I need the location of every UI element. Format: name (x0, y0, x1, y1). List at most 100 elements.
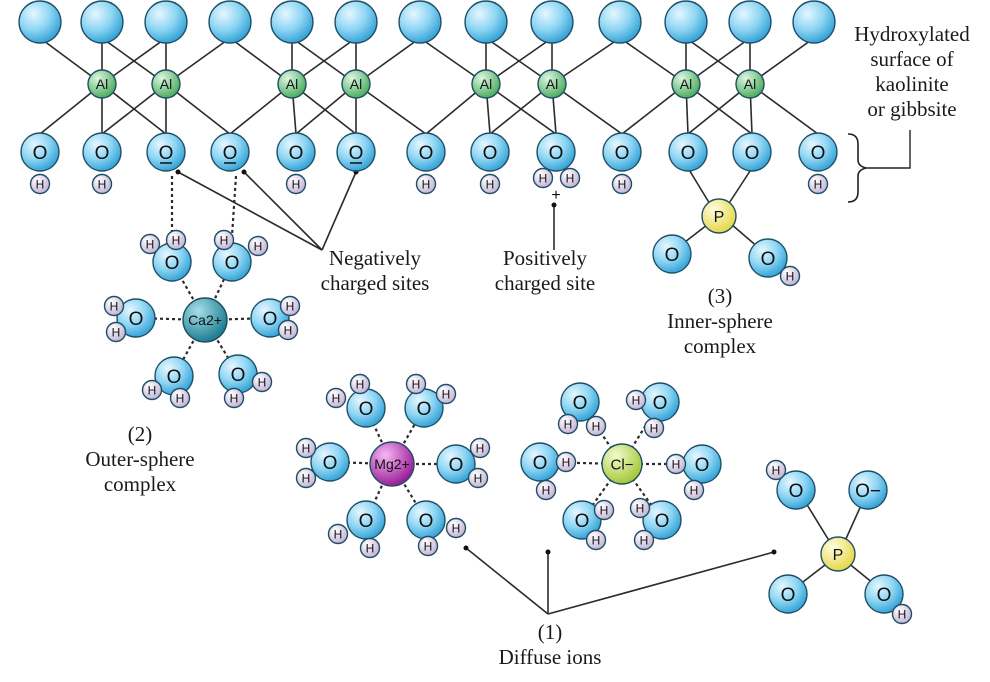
water-hydrogen-symbol: H (148, 383, 157, 397)
water-hydrogen-sphere (105, 321, 127, 343)
oxide-ion-symbol: O− (855, 481, 881, 502)
phosphate-hydrogen-symbol: H (898, 607, 907, 621)
surface-top-oxygen-sphere (144, 0, 188, 44)
surface-oxygen-sphere (82, 132, 122, 172)
water-hydrogen-symbol: H (334, 527, 343, 541)
surface-label-line-2: surface of (870, 47, 954, 71)
water-hydrogen-symbol: H (146, 237, 155, 251)
water-hydrogen-symbol: H (592, 419, 601, 433)
pointer-dot (175, 169, 181, 175)
surface-hydrogen: H (611, 173, 633, 195)
water-hydrogen-sphere (165, 229, 187, 251)
inner-sphere-label-line-1: Inner-sphere (667, 309, 773, 333)
surface-hydrogen: H (91, 173, 113, 195)
water-oxygen-symbol: O (323, 453, 338, 474)
surface-hydrogen: H (415, 173, 437, 195)
water-oxygen: O (436, 444, 476, 484)
outer-sphere-link (230, 175, 238, 237)
phosphate-oxygen-symbol: O (665, 245, 680, 266)
water-hydrogen: H (585, 415, 607, 437)
surface-top-oxygen-sphere (530, 0, 574, 44)
water-oxygen: O (562, 500, 602, 540)
surface-hydrogen: H (285, 173, 307, 195)
water-oxygen: O (218, 354, 258, 394)
water-hydrogen-sphere (665, 453, 687, 475)
water-hydrogen: H (141, 379, 163, 401)
negative-site-pointer (177, 171, 323, 251)
water-hydrogen-symbol: H (564, 417, 573, 431)
water-hydrogen: H (625, 389, 647, 411)
water-oxygen: O (212, 242, 252, 282)
surface-hydrogen-symbol: H (98, 177, 107, 191)
surface-top-oxygen (80, 0, 124, 44)
water-oxygen: O (154, 356, 194, 396)
positive-site-label: Positively charged site (470, 246, 620, 296)
phosphate-oxygen-symbol: O (761, 249, 776, 270)
water-hydrogen: H (557, 413, 579, 435)
phosphorus-atom-sphere (820, 536, 856, 572)
surface-oxygen-sphere (602, 132, 642, 172)
surface-pointer (866, 130, 911, 169)
surface-hydrogen-symbol: H (292, 177, 301, 191)
water-hydrogen-sphere (223, 387, 245, 409)
water-oxygen-symbol: O (449, 455, 464, 476)
water-hydrogen-sphere (683, 479, 705, 501)
magnesium-ion: Mg2+ (369, 441, 415, 487)
surface-oxygen-symbol: O (33, 143, 48, 164)
water-hydrogen: H (165, 229, 187, 251)
phosphate-oxygen: O (652, 234, 692, 274)
water-hydrogen-symbol: H (366, 541, 375, 555)
water-hydrogen-symbol: H (592, 533, 601, 547)
water-oxygen-symbol: O (533, 453, 548, 474)
phosphate-oxygen-symbol: O (781, 585, 796, 606)
surface-oxygen-symbol: O (289, 143, 304, 164)
phosphate-oxygen: O (864, 574, 904, 614)
surface-top-oxygen (144, 0, 188, 44)
water-hydrogen-symbol: H (176, 391, 185, 405)
water-oxygen: O (116, 298, 156, 338)
water-hydrogen-symbol: H (452, 521, 461, 535)
water-hydrogen-sphere (295, 467, 317, 489)
aluminum-atom: Al (341, 69, 371, 99)
phosphate-oxygen-symbol: O (789, 481, 804, 502)
aluminum-atom: Al (151, 69, 181, 99)
protonated-hydrogen-sphere (559, 167, 581, 189)
positive-charge-mark: + (551, 187, 560, 204)
water-hydrogen: H (417, 535, 439, 557)
water-oxygen-symbol: O (419, 511, 434, 532)
surface-top-oxygen (792, 0, 836, 44)
water-hydrogen: H (555, 451, 577, 473)
water-hydrogen: H (277, 319, 299, 341)
aluminum-atom-symbol: Al (286, 76, 298, 92)
inner-sphere-label: (3) Inner-sphere complex (640, 284, 800, 359)
outer-sphere-label: (2) Outer-sphere complex (60, 422, 220, 497)
water-oxygen-symbol: O (695, 455, 710, 476)
water-oxygen-symbol: O (655, 511, 670, 532)
water-oxygen: O (520, 442, 560, 482)
water-oxygen-symbol: O (359, 511, 374, 532)
surface-hydrogen-sphere (29, 173, 51, 195)
water-oxygen-sphere (310, 442, 350, 482)
water-hydrogen-symbol: H (424, 539, 433, 553)
surface-label-line-1: Hydroxylated (854, 22, 970, 46)
negative-sites-label: Negatively charged sites (300, 246, 450, 296)
water-hydrogen-symbol: H (542, 483, 551, 497)
water-hydrogen: H (445, 517, 467, 539)
surface-oxygen: O (82, 132, 122, 172)
surface-label-line-3: kaolinite (875, 72, 949, 96)
water-hydrogen-sphere (277, 319, 299, 341)
surface-top-oxygen (728, 0, 772, 44)
surface-hydrogen-symbol: H (618, 177, 627, 191)
water-hydrogen: H (593, 499, 615, 521)
oxide-ion-sphere (848, 470, 888, 510)
surface-oxygen-symbol: O (95, 143, 110, 164)
water-hydrogen-sphere (435, 383, 457, 405)
phosphate-oxygen-sphere (748, 238, 788, 278)
surface-top-oxygen (664, 0, 708, 44)
oxide-ion: O− (848, 470, 888, 510)
water-oxygen: O (682, 444, 722, 484)
negative-site-pointer (243, 171, 323, 251)
water-oxygen-sphere (560, 382, 600, 422)
surface-hydrogen: H (29, 173, 51, 195)
